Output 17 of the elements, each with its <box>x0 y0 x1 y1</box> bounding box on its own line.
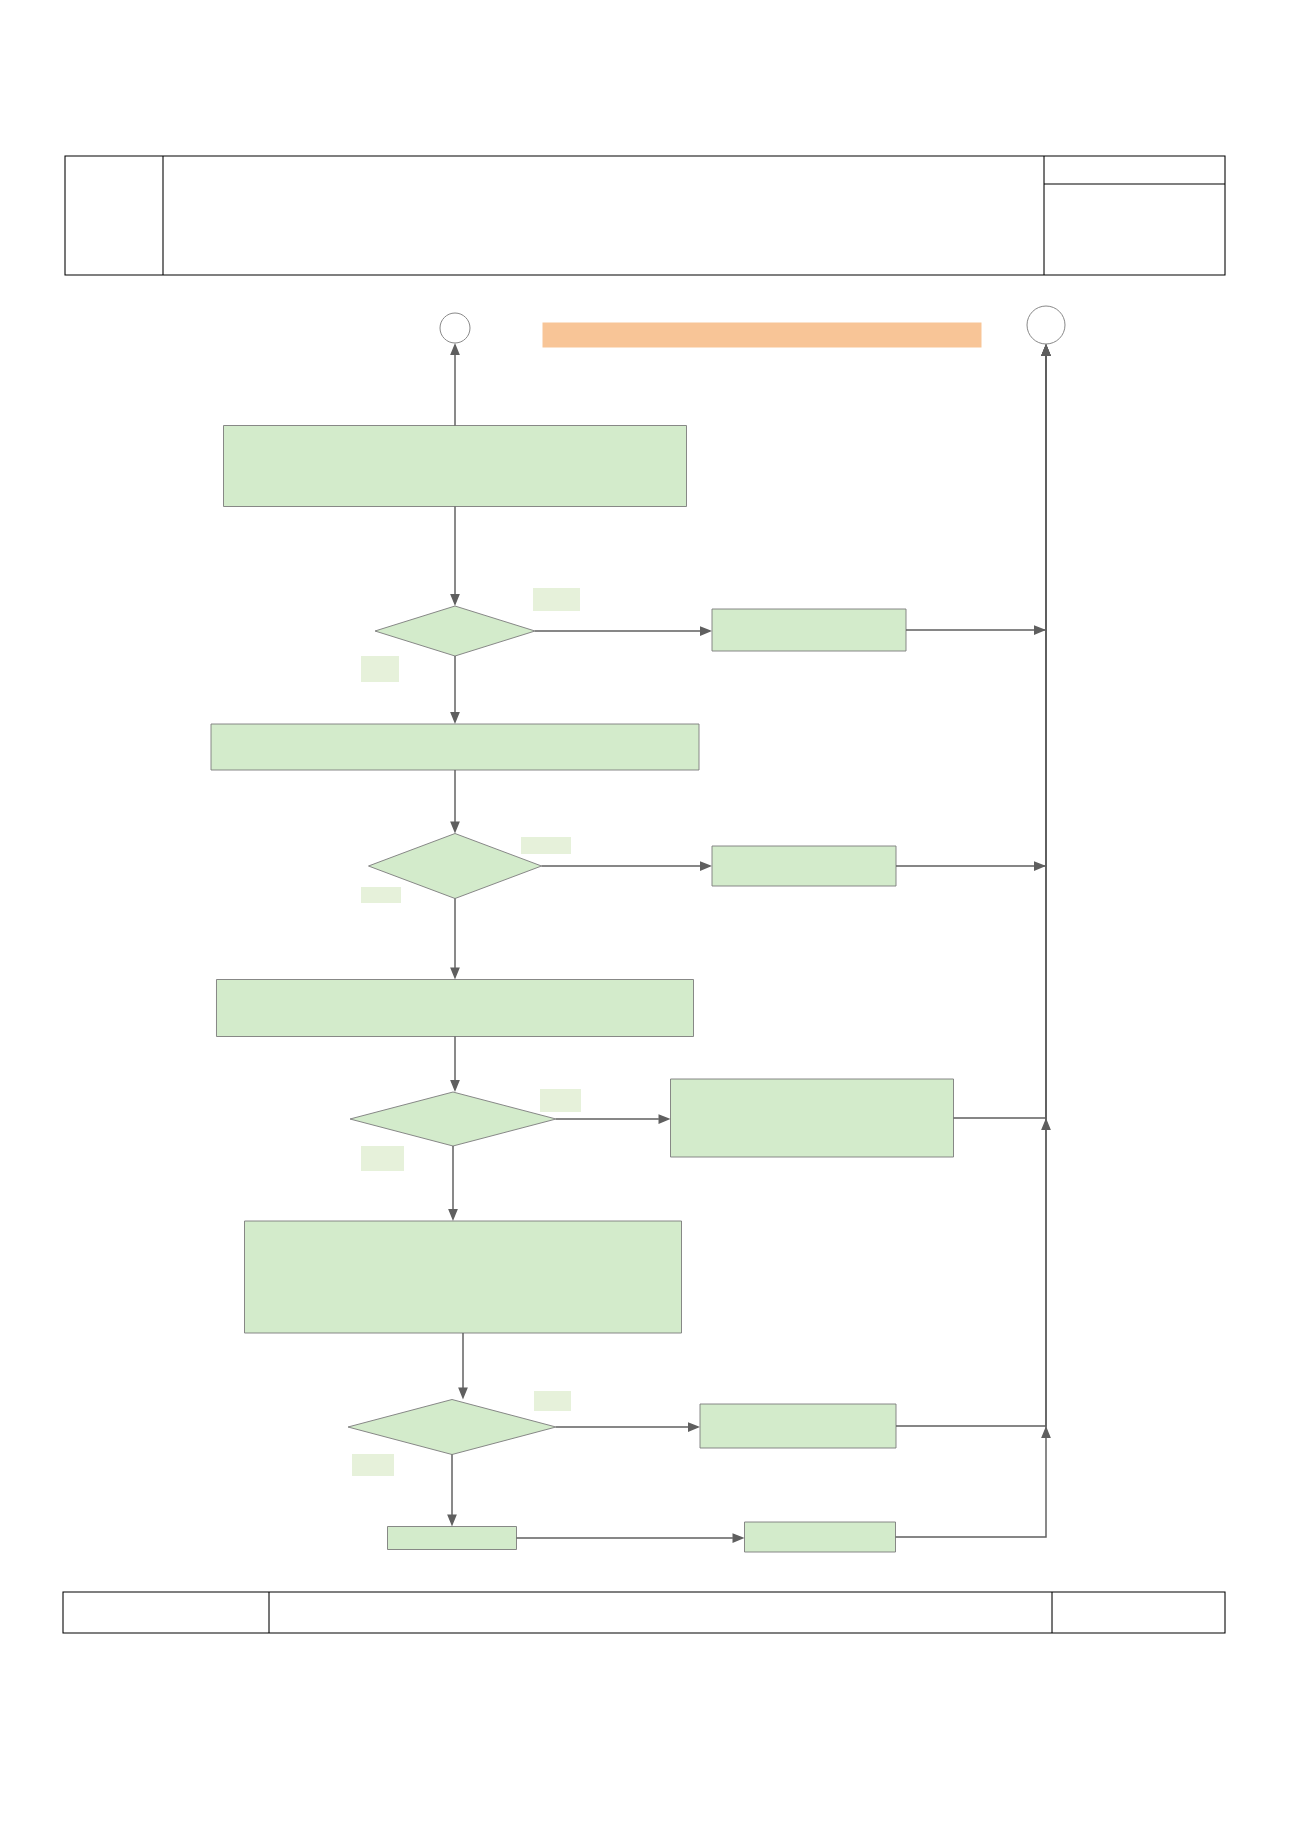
process-box <box>223 425 687 507</box>
process-box <box>699 1403 897 1449</box>
process-box <box>244 1220 682 1334</box>
process-box <box>744 1521 896 1553</box>
circle-node <box>439 312 471 344</box>
process-box <box>216 979 694 1037</box>
decision-diamond <box>347 1399 557 1455</box>
decision-diamond <box>349 1091 557 1147</box>
decision-diamond <box>368 833 542 899</box>
decision-diamond <box>374 605 536 657</box>
process-box <box>210 723 700 771</box>
process-box <box>711 608 907 652</box>
process-box <box>711 845 897 887</box>
title-bar <box>542 322 982 348</box>
process-box <box>387 1526 517 1550</box>
process-box <box>670 1078 954 1158</box>
circle-node <box>1026 305 1066 345</box>
